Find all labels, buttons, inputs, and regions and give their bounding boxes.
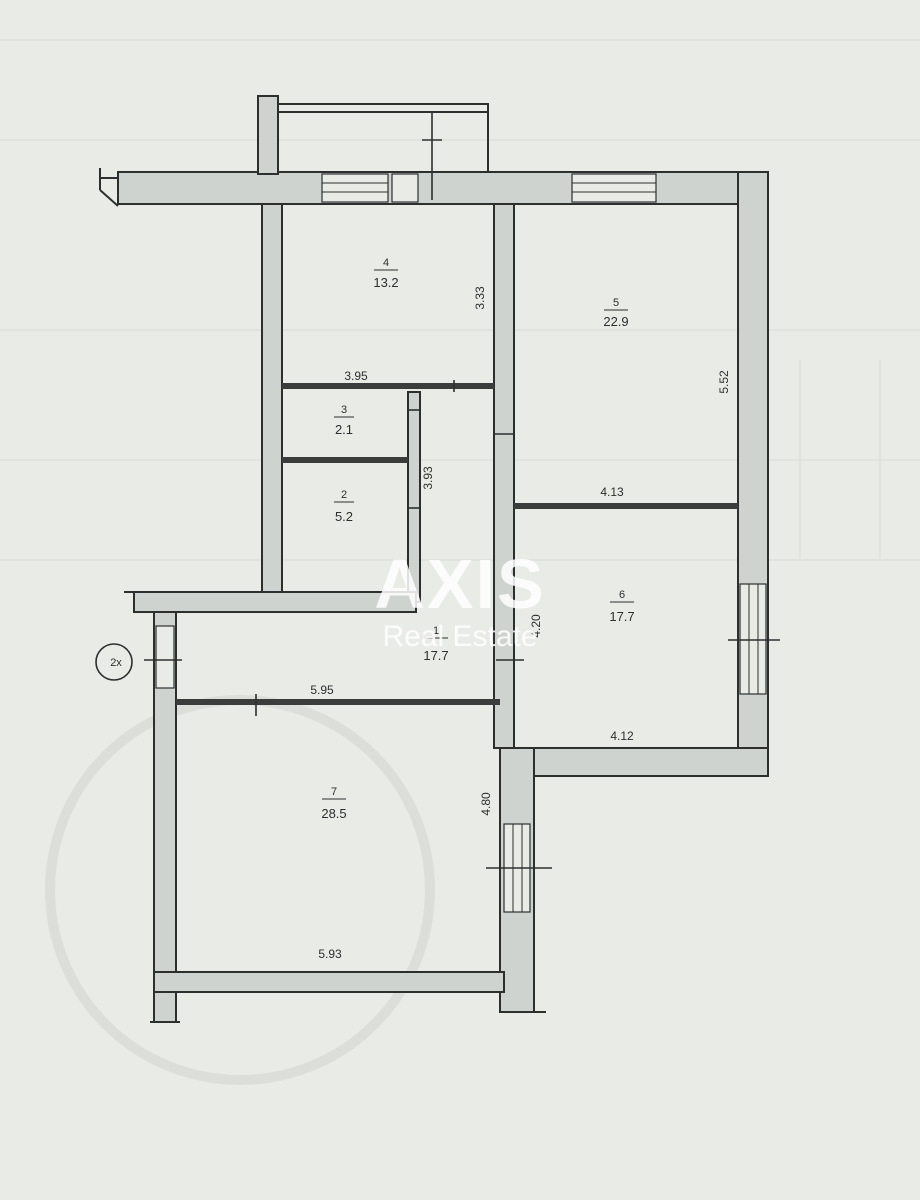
window-right [739,583,767,695]
room-area: 5.2 [335,509,353,524]
room-2: 2 5.2 [334,489,354,524]
partitions [176,383,738,705]
room-6: 6 17.7 [609,589,634,624]
dimension-label: 4.12 [610,729,634,743]
window-top-right [571,173,657,203]
axis-marker-circle [95,643,133,681]
dimension-label: 3.95 [344,369,368,383]
room-1: 1 17.7 [423,625,448,663]
room-area: 2.1 [335,422,353,437]
room-5: 5 22.9 [603,297,628,329]
room-number: 3 [341,404,347,416]
room-number: 1 [433,625,439,637]
dimension-label: 5.93 [318,947,342,961]
windows [155,173,767,913]
door-opening-top [391,173,419,203]
watermark-brand: AXIS [374,545,545,623]
watermark-tagline: Real Estate [382,620,537,653]
watermark: AXIS Real Estate [374,545,545,653]
room-3: 3 2.1 [334,404,354,437]
room-area: 13.2 [373,275,398,290]
dimension-label: 5.52 [717,370,731,394]
dimensions: 3.95 3.33 5.52 4.13 3.93 4.20 5.95 4.12 … [310,286,731,961]
dimension-label: 5.95 [310,683,334,697]
room-number: 4 [383,257,389,269]
room-4: 4 13.2 [373,257,398,290]
room-area: 28.5 [321,806,346,821]
dimension-label: 3.33 [473,286,487,310]
dimension-label: 4.20 [529,614,543,638]
paper-grid [0,39,920,561]
room-number: 5 [613,297,619,309]
dimension-label: 3.93 [421,466,435,490]
section-ticks [144,112,780,869]
room-area: 17.7 [423,648,448,663]
window-top-left [321,173,389,203]
room-number: 6 [619,589,625,601]
window-left [155,625,175,689]
axis-marker-label: 2x [110,657,122,669]
room-area: 22.9 [603,314,628,329]
dimension-label: 4.80 [479,792,493,816]
room-7: 7 28.5 [321,786,346,821]
room-number: 2 [341,489,347,501]
room-area: 17.7 [609,609,634,624]
dimension-label: 4.13 [600,485,624,499]
stamp-circle [45,695,435,1085]
room-number: 7 [331,786,337,798]
